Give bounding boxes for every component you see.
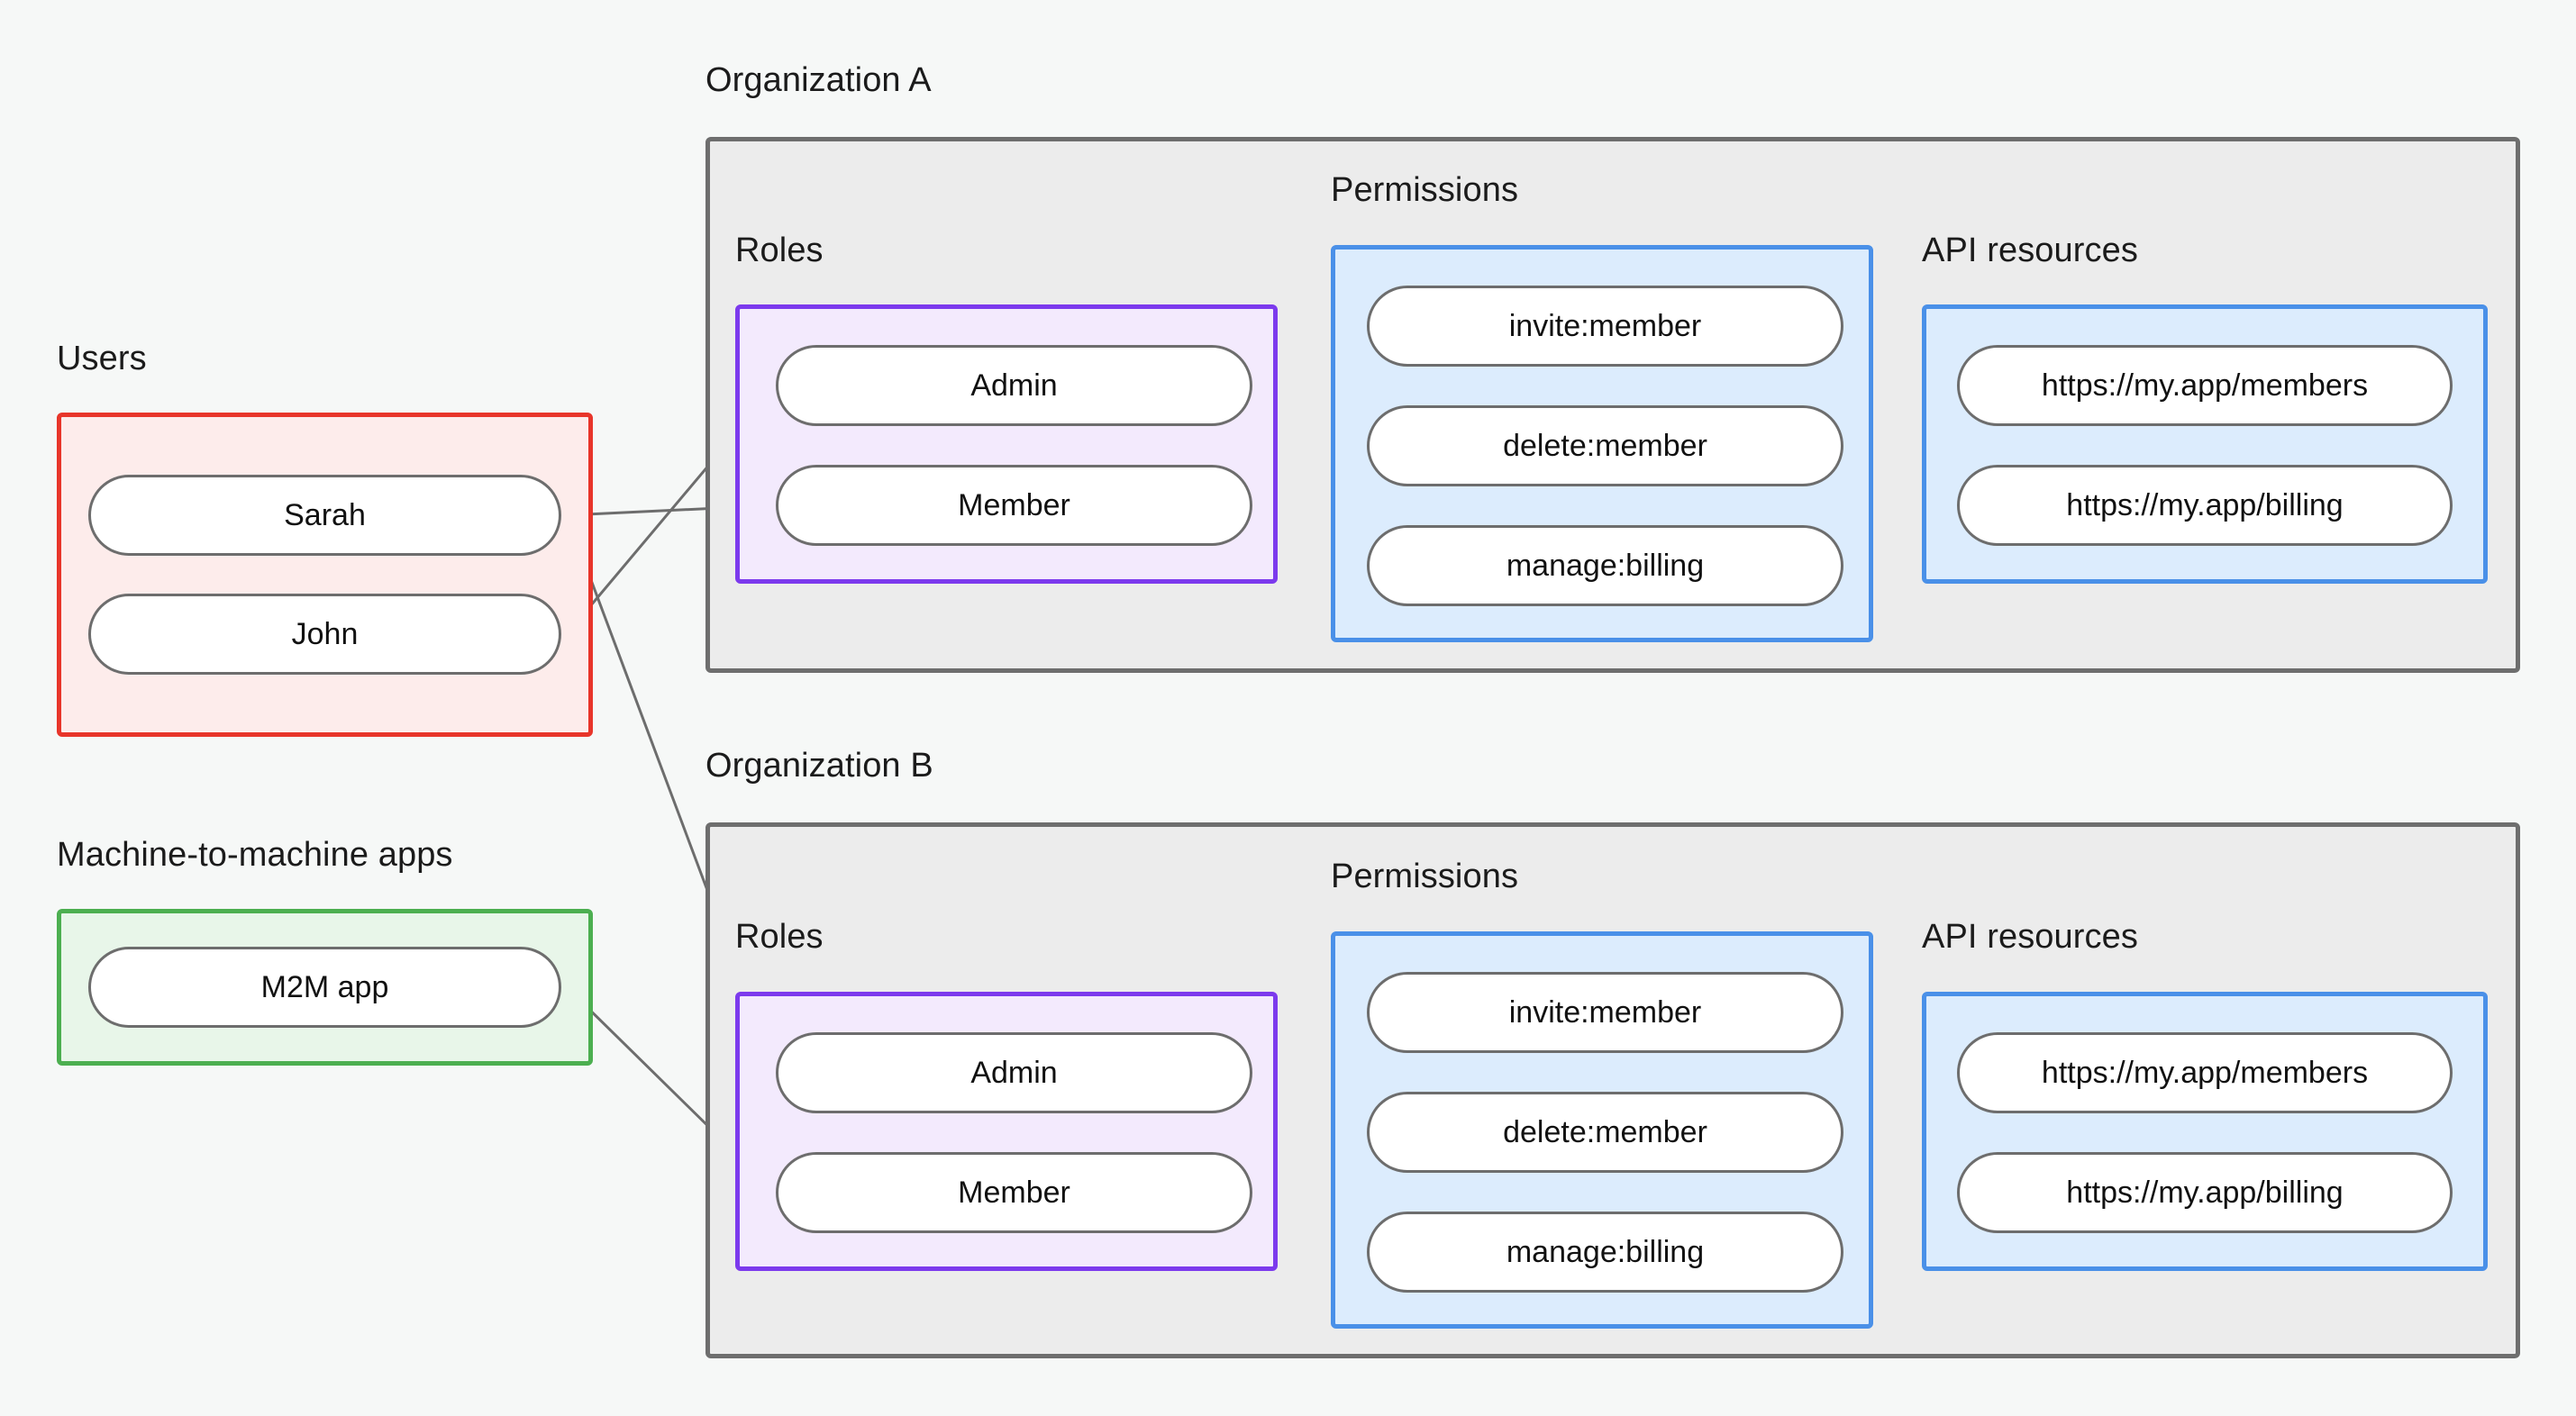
m2m-caption: Machine-to-machine apps [57,836,453,874]
users-group [57,413,593,737]
org-a-caption: Organization A [705,61,932,99]
org-a-permissions-caption: Permissions [1331,171,1519,209]
org-a-permission-pill-invite-member[interactable]: invite:member [1367,286,1843,367]
org-a-api-resource-pill-billing[interactable]: https://my.app/billing [1957,465,2453,546]
org-b-role-pill-member[interactable]: Member [776,1152,1252,1233]
org-a-role-pill-member[interactable]: Member [776,465,1252,546]
org-a-api-resources-caption: API resources [1922,231,2138,269]
org-b-caption: Organization B [705,747,933,785]
org-b-permissions-caption: Permissions [1331,858,1519,895]
user-pill-john[interactable]: John [88,594,561,675]
org-b-permission-pill-invite-member[interactable]: invite:member [1367,972,1843,1053]
org-a-role-pill-admin[interactable]: Admin [776,345,1252,426]
org-b-api-resources-caption: API resources [1922,918,2138,956]
m2m-pill-app[interactable]: M2M app [88,947,561,1028]
user-pill-sarah[interactable]: Sarah [88,475,561,556]
org-a-api-resource-pill-members[interactable]: https://my.app/members [1957,345,2453,426]
org-a-permission-pill-manage-billing[interactable]: manage:billing [1367,525,1843,606]
org-b-api-resource-pill-members[interactable]: https://my.app/members [1957,1032,2453,1113]
users-caption: Users [57,340,147,377]
org-b-permission-pill-manage-billing[interactable]: manage:billing [1367,1212,1843,1293]
org-b-permission-pill-delete-member[interactable]: delete:member [1367,1092,1843,1173]
org-b-roles-caption: Roles [735,918,824,956]
org-a-permission-pill-delete-member[interactable]: delete:member [1367,405,1843,486]
org-b-api-resource-pill-billing[interactable]: https://my.app/billing [1957,1152,2453,1233]
org-a-roles-caption: Roles [735,231,824,269]
org-b-role-pill-admin[interactable]: Admin [776,1032,1252,1113]
